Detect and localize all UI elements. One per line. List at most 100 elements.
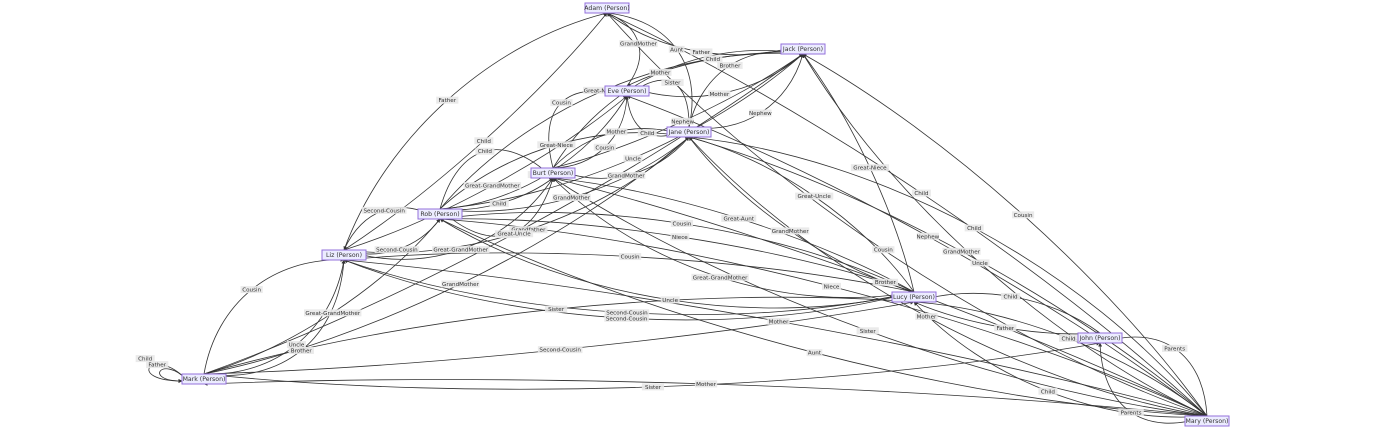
edge-label-text: GrandMother <box>620 42 658 48</box>
edge-label-text: Brother <box>719 63 741 69</box>
edge-label-text: Nephew <box>916 234 939 240</box>
edge-label-text: Cousin <box>552 101 571 107</box>
edge-label: Great-Uncle <box>494 230 534 238</box>
edge-label: Uncle <box>660 296 680 304</box>
edge-liz-adam <box>343 11 608 251</box>
edge-line <box>802 53 915 293</box>
edge-label-text: Child <box>967 226 982 232</box>
edge-mark-rob <box>203 218 441 375</box>
edge-label-text: Mother <box>606 130 626 136</box>
edge-label: Child <box>474 137 494 145</box>
edge-label-text: Cousin <box>621 255 640 261</box>
edge-label: Great-Aunt <box>721 214 757 222</box>
edge-label-text: Great-Uncle <box>798 194 832 200</box>
node-rob[interactable]: Rob (Person) <box>417 208 463 220</box>
edge-label-text: GrandMother <box>608 174 646 180</box>
node-jack[interactable]: Jack (Person) <box>780 43 826 55</box>
node-mark[interactable]: Mark (Person) <box>181 373 227 385</box>
edge-label: Father <box>994 324 1017 332</box>
edge-label: Second-Cousin <box>537 346 583 354</box>
edge-label: Father <box>436 96 459 104</box>
edge-label: Brother <box>288 346 314 354</box>
edge-label: Second-Cousin <box>361 206 407 214</box>
node-mary[interactable]: Mary (Person) <box>1184 415 1230 427</box>
edge-label-text: Great-Aunt <box>723 216 754 222</box>
edge-mary-eve <box>626 95 1208 417</box>
edge-label: Nephew <box>749 109 772 117</box>
node-lucy[interactable]: Lucy (Person) <box>891 291 937 303</box>
edge-label: Child <box>703 55 723 63</box>
node-adam[interactable]: Adam (Person) <box>584 2 630 14</box>
edge-label-text: GrandMother <box>772 229 810 235</box>
edge-line <box>343 95 628 251</box>
edge-liz-eve <box>343 95 628 251</box>
edge-label-text: Mother <box>917 314 937 320</box>
edge-label: Child <box>1038 387 1058 395</box>
edge-label-text: GrandMother <box>553 196 591 202</box>
edge-label: Sister <box>641 383 665 391</box>
edge-label: GrandMother <box>771 227 809 235</box>
edge-label-text: Great-GrandMother <box>693 275 748 281</box>
edge-label-text: Aunt <box>808 351 822 357</box>
node-burt[interactable]: Burt (Person) <box>530 167 576 179</box>
edge-label: Child <box>964 224 984 232</box>
edge-label-text: Child <box>477 139 492 145</box>
edge-label: Mother <box>767 317 790 325</box>
edge-label: Great-GrandMother <box>463 182 522 190</box>
edge-label: Mother <box>605 128 628 136</box>
edge-label: Nephew <box>916 232 940 240</box>
edge-label: GrandMother <box>942 247 981 255</box>
edge-label-text: Second-Cousin <box>606 316 648 322</box>
edge-label: Cousin <box>240 286 263 294</box>
edge-label: Cousin <box>550 99 573 107</box>
edge-label-text: Nephew <box>671 119 694 125</box>
edge-line <box>159 368 187 383</box>
edge-label: Cousin <box>618 253 642 261</box>
edge-mary-adam <box>606 12 1208 417</box>
edge-label-text: Child <box>1003 294 1018 300</box>
node-john[interactable]: John (Person) <box>1077 332 1123 344</box>
edge-label: Sister <box>661 78 684 86</box>
edge-label-text: Cousin <box>595 145 614 151</box>
edge-label: Child <box>911 189 931 197</box>
node-eve[interactable]: Eve (Person) <box>604 85 650 97</box>
edge-label-text: GrandMother <box>442 282 480 288</box>
edge-label: Aunt <box>806 349 823 357</box>
edge-label-text: Sister <box>665 80 682 86</box>
edge-label-text: Cousin <box>242 288 261 294</box>
edge-label-text: Father <box>996 326 1014 332</box>
edge-label-text: Sister <box>860 329 877 335</box>
edge-label-text: Child <box>1061 336 1076 342</box>
edge-label-text: Parents <box>1164 346 1185 352</box>
edge-label: Sister <box>856 327 879 335</box>
edge-label-text: Mother <box>696 382 716 388</box>
edge-label: Great-GrandMother <box>304 309 362 317</box>
edge-label-text: Uncle <box>625 156 641 162</box>
edge-label: Cousin <box>593 143 616 151</box>
edge-label: Nephew <box>671 117 694 125</box>
edge-label: Child <box>1059 334 1079 342</box>
edge-label: Father <box>146 361 169 369</box>
edge-label-text: Child <box>478 149 493 155</box>
edge-label-text: Great-GrandMother <box>433 248 488 254</box>
node-label: Lucy (Person) <box>893 294 935 301</box>
edge-liz-adam <box>343 12 608 251</box>
edge-label: Niece <box>670 233 690 241</box>
edge-label: Child <box>1001 292 1021 300</box>
edge-label: Great-Niece <box>537 141 576 149</box>
edge-label: Aunt <box>668 45 685 53</box>
edge-line <box>343 11 608 251</box>
node-jane[interactable]: Jane (Person) <box>666 126 712 138</box>
edge-label: Great-Uncle <box>795 192 834 200</box>
edge-label-text: Second-Cousin <box>363 208 405 214</box>
edge-label-text: Brother <box>291 348 313 354</box>
node-liz[interactable]: Liz (Person) <box>321 249 367 261</box>
edge-label: Brother <box>717 61 743 69</box>
node-label: Eve (Person) <box>608 88 647 95</box>
edge-label: Second-Cousin <box>374 246 420 254</box>
edge-label-text: Father <box>148 363 166 369</box>
edge-label-text: Second-Cousin <box>539 348 581 354</box>
edge-mark-liz <box>203 259 346 376</box>
node-label: Jack (Person) <box>782 46 823 53</box>
edge-label-text: Great-Niece <box>540 143 574 149</box>
